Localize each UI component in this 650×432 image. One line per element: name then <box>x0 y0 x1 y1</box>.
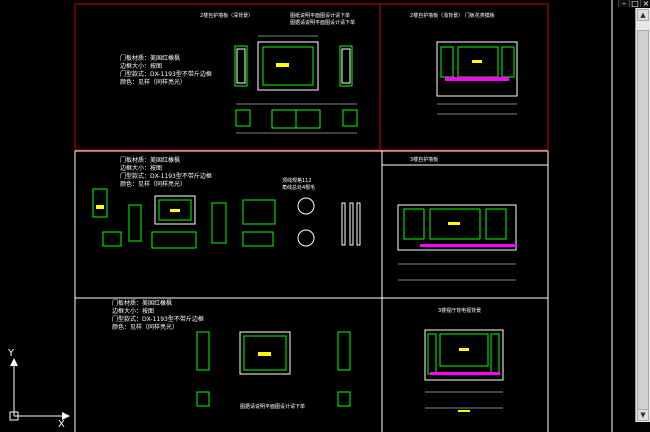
scroll-down-arrow-icon[interactable]: ▼ <box>637 409 649 421</box>
restore-button[interactable]: □ <box>629 0 640 8</box>
spec-style: 门型款式：DX-1193型不带斤边框 <box>112 315 204 323</box>
spec-material: 门板材质：美国红橡枫 <box>112 299 172 307</box>
wall-skirting <box>445 77 509 81</box>
panel-title: 3楼视厅背电视背景 <box>438 307 481 314</box>
caption: 图据请说明平面图设计请下单 <box>240 403 305 410</box>
door-wide <box>154 195 196 225</box>
spec-color: 颜色：见样（同样亮光） <box>120 78 186 86</box>
door-tall-1 <box>92 188 108 218</box>
main-panel-inner <box>262 46 314 86</box>
ucs-icon: Y X <box>7 348 70 430</box>
panel-mid-right: 3楼自护墙板 <box>397 156 517 281</box>
spec-size: 边框大小：按图 <box>112 307 154 315</box>
wall-side-right <box>485 208 507 240</box>
panel-title: 3楼自护墙板 <box>410 156 438 163</box>
frame-top-right <box>379 3 549 151</box>
scroll-up-arrow-icon[interactable]: ▲ <box>637 9 649 21</box>
close-button[interactable]: × <box>640 0 650 8</box>
wall-side-left <box>427 333 437 375</box>
wall-side-right <box>501 46 515 78</box>
spec-size: 边框大小：按图 <box>120 62 162 70</box>
ucs-y-label: Y <box>7 348 15 359</box>
molding-profile-2 <box>349 202 354 246</box>
door-tall-3 <box>211 202 227 244</box>
wall-center-handle <box>448 222 460 225</box>
wall-elevation <box>436 41 518 97</box>
wall-skirting <box>420 244 516 247</box>
panel-bottom-left: 门板材质：美国红橡枫 边框大小：按图 门型款式：DX-1193型不带斤边框 颜色… <box>112 299 351 410</box>
lower-box-3 <box>342 109 358 127</box>
side-panel-left <box>234 45 248 87</box>
lower-box-1 <box>196 391 210 407</box>
main-panel-outer <box>257 41 319 91</box>
side-panel-left <box>196 331 210 371</box>
ucs-origin-box <box>9 411 19 421</box>
panel-top-right: 2楼自护墙板（浅背景） 门板花类模板 <box>410 12 518 115</box>
lower-box-1 <box>235 109 251 127</box>
detail-circle-1 <box>297 197 315 215</box>
molding-profile-1 <box>341 202 346 246</box>
wall-side-right <box>490 333 500 375</box>
ucs-y-arrow <box>10 358 18 366</box>
main-panel-outer <box>239 331 291 375</box>
wall-elevation <box>397 204 517 251</box>
main-panel-inner <box>243 335 287 371</box>
molding-profile-3 <box>356 202 361 246</box>
side-panel-right <box>337 331 351 371</box>
wall-side-left <box>403 208 425 240</box>
ucs-x-label: X <box>58 419 65 430</box>
wall-skirting <box>430 372 500 375</box>
scrollbar-thumb[interactable] <box>637 30 649 410</box>
panel-bottom-right: 3楼视厅背电视背景 <box>424 307 504 412</box>
door-wide-handle <box>170 209 180 212</box>
spec-material: 门板材质：美国红橡枫 <box>120 156 180 164</box>
panel-top-left: 2楼自护墙板（深背景） 图纸说明平面图设计请下单 图据请说明平面图设计请下单 门… <box>120 12 358 134</box>
main-panel-handle <box>258 352 271 356</box>
wall-elevation <box>424 329 504 381</box>
door-cabinet <box>242 199 276 225</box>
door-tall-2 <box>128 204 142 242</box>
door-small-3 <box>242 231 274 247</box>
door-wide-inner <box>158 199 192 221</box>
door-small-2 <box>151 231 197 249</box>
spec-style: 门型款式：DX-1193型不带斤边框 <box>120 172 212 180</box>
door-tall-1-handle <box>96 205 104 209</box>
panel-title: 2楼自护墙板（浅背景） 门板花类模板 <box>410 12 495 19</box>
wall-side-left <box>440 46 454 78</box>
spec-color: 颜色：见样（同样亮光） <box>120 180 186 188</box>
panel-mid-left: 门板材质：美国红橡枫 边框大小：按图 门型款式：DX-1193型不带斤边框 颜色… <box>92 156 361 249</box>
lower-box-2 <box>337 391 351 407</box>
spec-material: 门板材质：美国红橡枫 <box>120 54 180 62</box>
main-panel-handle <box>276 63 289 67</box>
spec-size: 边框大小：按图 <box>120 164 162 172</box>
wall-center-handle <box>459 348 469 351</box>
note-line-2: 角线总处4根毛 <box>282 184 315 191</box>
door-small-1 <box>102 231 122 247</box>
minimize-button[interactable]: – <box>618 0 629 8</box>
wall-center-panel <box>429 208 481 240</box>
side-panel-left-inner <box>236 48 246 84</box>
heading-line-1: 图纸说明平面图设计请下单 <box>290 12 350 19</box>
heading-line-2: 图据请说明平面图设计请下单 <box>290 19 355 26</box>
side-panel-right <box>339 45 353 87</box>
panel-title: 2楼自护墙板（深背景） <box>200 12 253 19</box>
spec-color: 颜色：见样（同样亮光） <box>112 323 178 331</box>
wall-center-panel <box>439 333 489 367</box>
note-line-1: 顶线规格112 <box>282 177 312 184</box>
spec-style: 门型款式：DX-1193型不带斤边框 <box>120 70 212 78</box>
vertical-scrollbar[interactable]: ▲ ▼ <box>635 8 650 422</box>
plan-handle <box>458 410 470 412</box>
wall-center-handle <box>472 60 482 63</box>
detail-circle-2 <box>297 229 315 247</box>
side-panel-right-inner <box>341 48 351 84</box>
ucs-x-arrow <box>62 412 70 420</box>
